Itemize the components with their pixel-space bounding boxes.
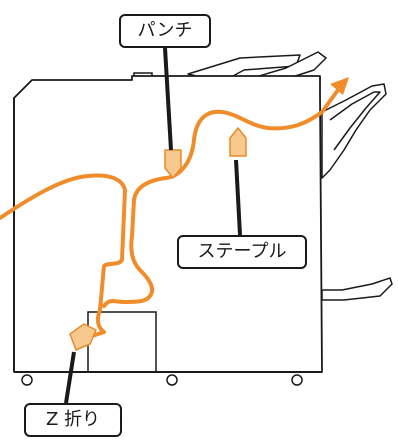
right-upper-tray (321, 83, 387, 179)
caster-left (21, 374, 33, 386)
punch-marker (164, 149, 182, 179)
staple-label: ステープル (177, 235, 307, 269)
paper-path (0, 88, 340, 338)
z-fold-label: Z 折り (24, 403, 122, 437)
punch-leader-line (163, 47, 173, 151)
caster-middle (166, 374, 178, 386)
output-arrow (330, 77, 349, 95)
z-fold-leader-line (64, 351, 76, 404)
right-lower-tray (321, 277, 393, 301)
staple-marker (229, 127, 247, 157)
casters (21, 374, 303, 386)
leader-lines (64, 47, 242, 404)
caster-right (291, 374, 303, 386)
punch-label: パンチ (119, 14, 211, 48)
z-fold-marker (69, 323, 97, 351)
staple-leader-line (234, 159, 242, 236)
